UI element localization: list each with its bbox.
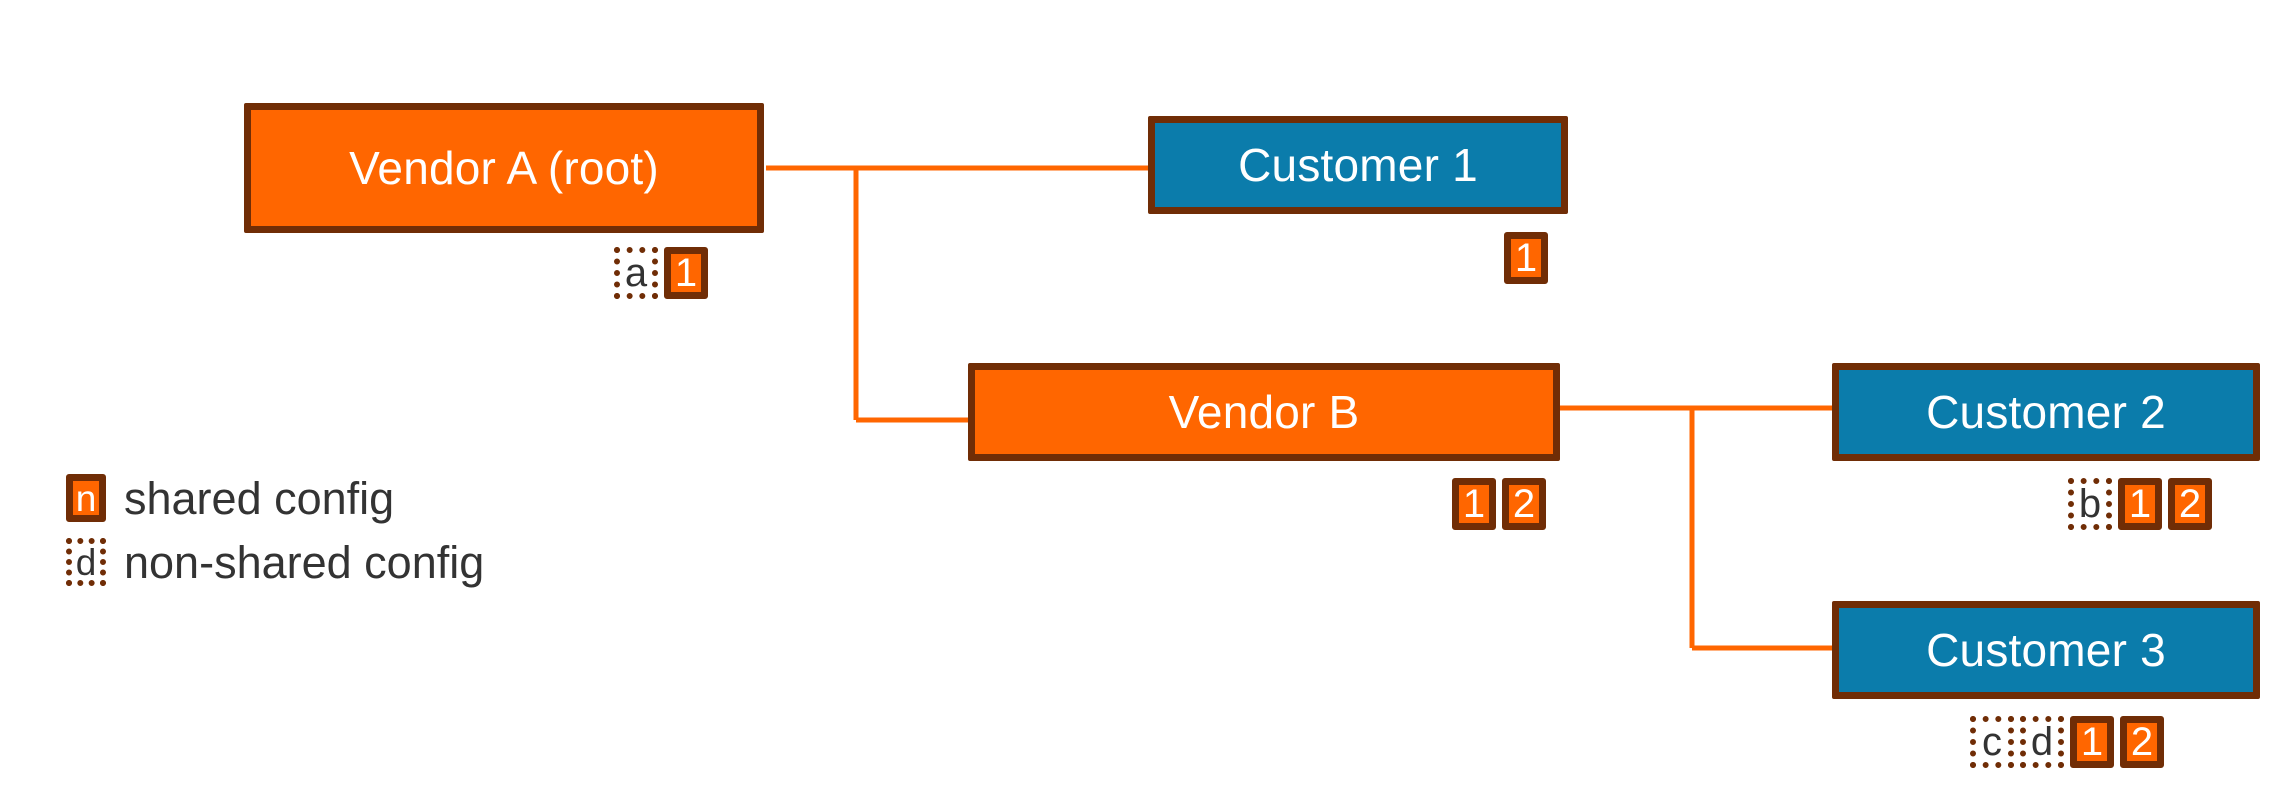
- node-customer-1[interactable]: Customer 1: [1148, 116, 1568, 214]
- badge-row-customer-2: b 1 2: [2068, 478, 2212, 530]
- node-customer-3-label: Customer 3: [1926, 624, 2166, 676]
- badge-nonshared-c[interactable]: c: [1970, 716, 2014, 768]
- badge-shared-1[interactable]: 1: [1452, 478, 1496, 530]
- node-vendor-b[interactable]: Vendor B: [968, 363, 1560, 461]
- node-customer-3[interactable]: Customer 3: [1832, 601, 2260, 699]
- node-vendor-a[interactable]: Vendor A (root): [244, 103, 764, 233]
- badge-nonshared-d[interactable]: d: [2020, 716, 2064, 768]
- node-customer-2-label: Customer 2: [1926, 386, 2166, 438]
- badge-shared-2[interactable]: 2: [2168, 478, 2212, 530]
- badge-row-vendor-b: 1 2: [1452, 478, 1546, 530]
- node-customer-1-label: Customer 1: [1238, 139, 1478, 191]
- legend-item-non-shared-config: d non-shared config: [66, 538, 484, 586]
- node-vendor-b-label: Vendor B: [1168, 386, 1360, 438]
- badge-nonshared-a[interactable]: a: [614, 247, 658, 299]
- legend-label-nonshared: non-shared config: [124, 536, 485, 588]
- node-vendor-a-label: Vendor A (root): [349, 142, 659, 194]
- legend-swatch-nonshared: d: [66, 538, 106, 586]
- badge-shared-1[interactable]: 1: [2070, 716, 2114, 768]
- badge-shared-1[interactable]: 1: [2118, 478, 2162, 530]
- badge-shared-1[interactable]: 1: [664, 247, 708, 299]
- legend-item-shared-config: n shared config: [66, 474, 484, 522]
- badge-row-customer-1: 1: [1504, 232, 1548, 284]
- badge-shared-1[interactable]: 1: [1504, 232, 1548, 284]
- badge-shared-2[interactable]: 2: [2120, 716, 2164, 768]
- legend-label-shared: shared config: [124, 472, 395, 524]
- legend-swatch-shared: n: [66, 474, 106, 522]
- badge-nonshared-b[interactable]: b: [2068, 478, 2112, 530]
- badge-shared-2[interactable]: 2: [1502, 478, 1546, 530]
- node-customer-2[interactable]: Customer 2: [1832, 363, 2260, 461]
- badge-row-customer-3: c d 1 2: [1970, 716, 2164, 768]
- badge-row-vendor-a: a 1: [614, 247, 708, 299]
- legend: n shared config d non-shared config: [66, 474, 484, 586]
